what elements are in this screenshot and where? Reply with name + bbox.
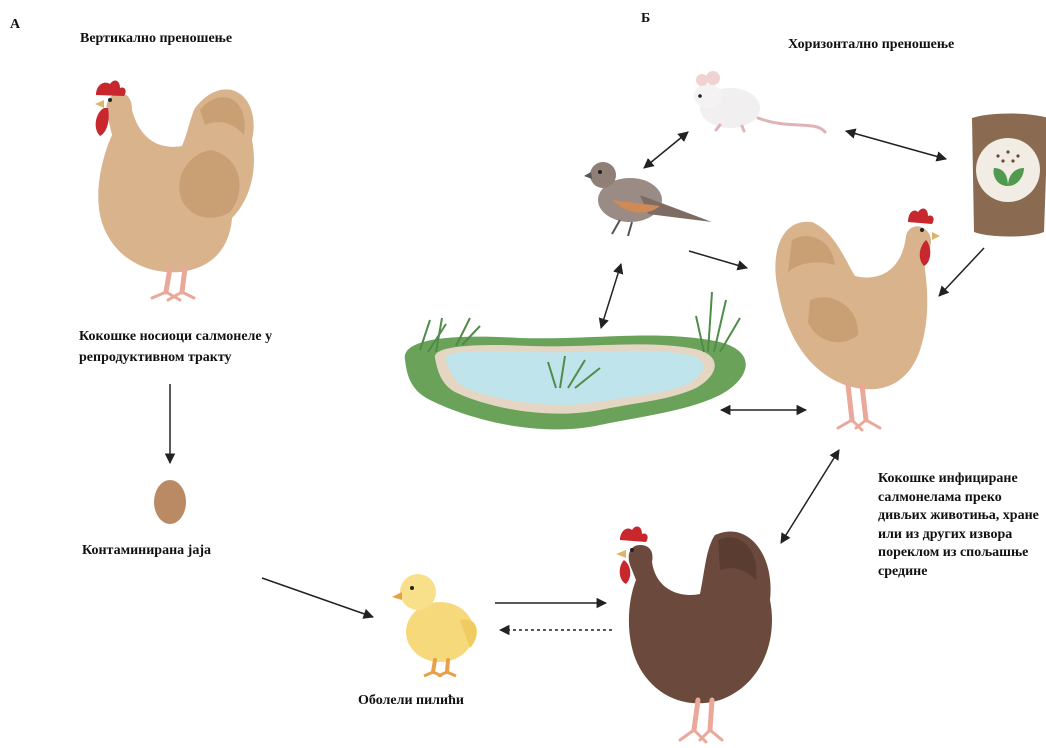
- arrow-sparrow-pond: [601, 264, 621, 328]
- feed-bag-icon: [972, 114, 1046, 237]
- horizontal-transmission-title: Хоризонтално преношење: [788, 36, 954, 54]
- panel-b-letter: Б: [641, 10, 650, 28]
- hen-icon: [775, 209, 940, 430]
- dark-hen-icon: [616, 527, 772, 742]
- hen-icon: [95, 81, 254, 300]
- pond-icon: [405, 292, 746, 429]
- arrow-sparrow-to-hen: [689, 251, 747, 268]
- infected-hens-label: Кокошке инфициране салмонелама преко див…: [878, 470, 1046, 581]
- mouse-icon: [694, 71, 825, 132]
- arrow-sparrow-mouse: [644, 132, 688, 168]
- egg-icon: [154, 480, 186, 524]
- arrow-egg-to-chick: [262, 578, 373, 617]
- chick-icon: [392, 574, 477, 676]
- carrier-hens-label: Кокошке носиоци салмонеле у репродуктивн…: [79, 326, 279, 368]
- contaminated-eggs-label: Контаминирана јаја: [82, 542, 211, 560]
- sick-chicks-label: Оболели пилићи: [358, 692, 464, 710]
- arrow-mouse-feed: [846, 131, 946, 159]
- vertical-transmission-title: Вертикално преношење: [80, 30, 232, 48]
- sparrow-icon: [584, 162, 712, 236]
- panel-a-letter: A: [10, 16, 20, 34]
- arrow-hen-dark-hen: [781, 450, 839, 543]
- arrow-feed-to-hen: [939, 248, 984, 296]
